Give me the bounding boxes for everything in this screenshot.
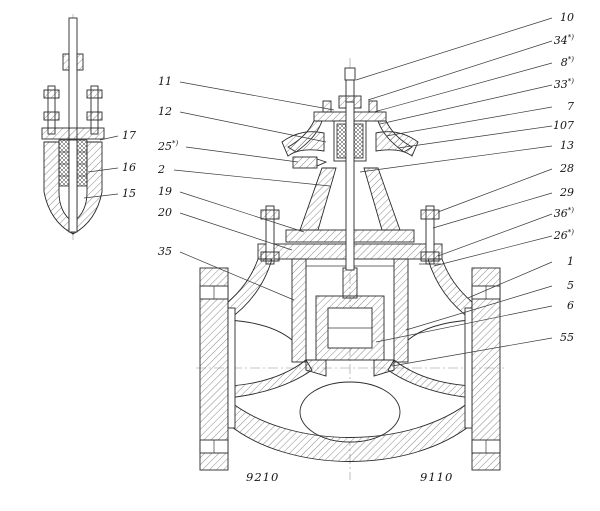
- callout-15: 15: [122, 188, 136, 200]
- callout-footnote-mark: *): [567, 55, 574, 64]
- type-label-9210: 9210: [246, 470, 280, 484]
- callout-text: 16: [122, 161, 136, 174]
- callout-text: 25: [158, 140, 172, 153]
- callout-1: 1: [567, 256, 574, 268]
- callout-text: 107: [553, 119, 574, 132]
- callout-34: 34*): [553, 33, 574, 47]
- callout-text: 35: [158, 245, 172, 258]
- callout-text: 55: [560, 331, 574, 344]
- callout-text: 33: [553, 78, 568, 91]
- callout-footnote-mark: *): [567, 77, 574, 86]
- callout-35: 35: [158, 246, 172, 258]
- callout-text: 10: [560, 11, 574, 24]
- callout-6: 6: [567, 300, 574, 312]
- callout-text: 26: [553, 229, 568, 242]
- callout-text: 34: [553, 34, 568, 47]
- callout-text: 7: [567, 100, 574, 113]
- detail-view-packing: [41, 17, 105, 235]
- callout-text: 20: [158, 206, 172, 219]
- main-valve-view: [199, 67, 501, 471]
- callout-footnote-mark: *): [567, 206, 574, 215]
- callout-17: 17: [122, 130, 136, 142]
- callout-text: 13: [560, 139, 574, 152]
- callout-footnote-mark: *): [567, 33, 574, 42]
- callout-29: 29: [560, 187, 574, 199]
- callout-28: 28: [560, 163, 574, 175]
- callout-7: 7: [567, 101, 574, 113]
- callout-text: 11: [158, 75, 172, 88]
- callout-8: 8*): [560, 55, 574, 69]
- callout-text: 8: [560, 56, 568, 69]
- callout-text: 15: [122, 187, 136, 200]
- callout-2: 2: [158, 164, 165, 176]
- callout-10: 10: [560, 12, 574, 24]
- callout-text: 28: [560, 162, 574, 175]
- callout-20: 20: [158, 207, 172, 219]
- callout-text: 36: [553, 207, 568, 220]
- callout-text: 17: [122, 129, 136, 142]
- callout-text: 19: [158, 185, 172, 198]
- callout-36: 36*): [553, 206, 574, 220]
- callout-26: 26*): [553, 228, 574, 242]
- callout-footnote-mark: *): [172, 139, 179, 148]
- callout-text: 12: [158, 105, 172, 118]
- callout-13: 13: [560, 140, 574, 152]
- callout-33: 33*): [553, 77, 574, 91]
- callout-footnote-mark: *): [567, 228, 574, 237]
- callout-11: 11: [158, 76, 172, 88]
- callout-19: 19: [158, 186, 172, 198]
- callout-107: 107: [553, 120, 574, 132]
- callout-text: 1: [567, 255, 574, 268]
- callout-text: 6: [567, 299, 574, 312]
- callout-5: 5: [567, 280, 574, 292]
- callout-16: 16: [122, 162, 136, 174]
- callout-text: 5: [567, 279, 574, 292]
- leader-lines: [83, 17, 553, 367]
- callout-text: 2: [158, 163, 165, 176]
- type-label-9110: 9110: [420, 470, 454, 484]
- callout-55: 55: [560, 332, 574, 344]
- callout-12: 12: [158, 106, 172, 118]
- callout-text: 29: [560, 186, 574, 199]
- callout-25: 25*): [158, 139, 179, 153]
